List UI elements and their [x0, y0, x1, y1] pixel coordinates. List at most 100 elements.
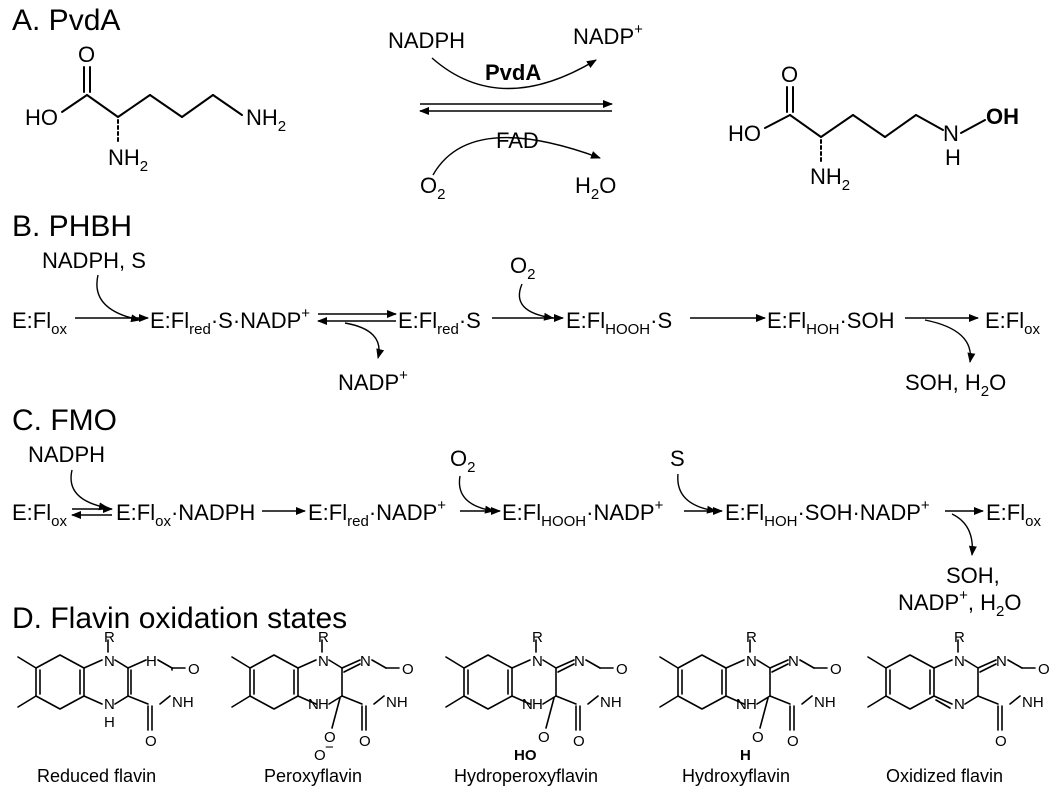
of-o2: O	[1038, 661, 1050, 678]
hf-r: R	[746, 629, 757, 646]
pf-o2: O	[402, 661, 414, 678]
product-carbonyl-o: O	[781, 62, 798, 87]
pvda-nadph: NADPH	[388, 28, 465, 53]
phbh-state-6: E:Flox	[985, 308, 1040, 338]
hf-n5-h: H	[746, 696, 757, 713]
fmo-state-4: E:FlHOOH·NADP+	[502, 497, 664, 530]
hf-n1: N	[788, 653, 799, 670]
product-nh-h: H	[945, 145, 961, 170]
phbh-state-4: E:FlHOOH·S	[566, 308, 672, 338]
rf-o2: O	[188, 661, 200, 678]
fmo-pathway: NADPH E:Flox E:Flox·NADPH E:Flred·NADP+ …	[12, 442, 1041, 620]
section-d-title: D. Flavin oxidation states	[12, 602, 347, 635]
ornithine-carbonyl-o: O	[78, 42, 95, 67]
ornithine-ho: HO	[25, 105, 58, 130]
pvda-o2: O2	[420, 173, 445, 203]
pf-peroxo-charge: −	[325, 739, 334, 756]
phbh-output-soh-h2o: SOH, H2O	[905, 370, 1006, 400]
of-r: R	[954, 629, 965, 646]
phbh-state-5: E:FlHOH·SOH	[767, 308, 894, 338]
hydroperoxyflavin-structure: N R N H N O NH O O HO Hydroperoxyflavin	[445, 629, 628, 786]
section-c-title: C. FMO	[12, 404, 117, 437]
fmo-substrate-s: S	[670, 446, 685, 471]
pf-n3h: NH	[386, 694, 408, 711]
pf-n1: N	[360, 653, 371, 670]
pvda-h2o: H2O	[575, 173, 616, 203]
pf-n10: N	[318, 653, 329, 670]
hydroxyflavin-structure: N R N H N O NH O O H Hydroxyflavin	[659, 629, 842, 786]
pvda-nadp-plus: NADP+	[573, 21, 643, 49]
rf-n10: N	[104, 653, 115, 670]
phbh-pathway: NADPH, S E:Flox E:Flred·S·NADP+ NADP+ E:…	[12, 248, 1040, 400]
hf-hydroxy-o: O	[752, 729, 764, 746]
pf-r: R	[318, 629, 329, 646]
fmo-state-6: E:Flox	[986, 500, 1041, 530]
of-n5: N	[954, 696, 965, 713]
ornithine-alpha-nh2: NH2	[108, 145, 148, 175]
phbh-state-1: E:Flox	[12, 308, 67, 338]
pf-n5h: N	[308, 696, 319, 713]
caption-hydroxyflavin: Hydroxyflavin	[682, 766, 790, 786]
pf-peroxo-o2: O	[314, 747, 326, 764]
hpf-n5: N	[522, 696, 533, 713]
product-ho: HO	[728, 121, 761, 146]
pf-o4: O	[359, 733, 371, 750]
phbh-state-3: E:Flred·S	[398, 308, 481, 338]
phbh-state-2: E:Flred·S·NADP+	[150, 305, 310, 338]
hpf-n10: N	[532, 653, 543, 670]
hf-hydroxy-h: H	[740, 747, 751, 764]
hf-n3h: NH	[814, 694, 836, 711]
reduced-flavin-structure: N R N H H O NH O Reduced flavin	[17, 629, 200, 786]
of-o4: O	[995, 733, 1007, 750]
fmo-output-soh: SOH,	[946, 563, 1000, 588]
pf-n5-h: H	[318, 696, 329, 713]
pvda-cofactor-fad: FAD	[496, 128, 539, 153]
hf-o2: O	[830, 661, 842, 678]
section-a-title: A. PvdA	[12, 4, 120, 37]
caption-reduced-flavin: Reduced flavin	[37, 766, 156, 786]
rf-n5: N	[104, 696, 115, 713]
section-b-title: B. PHBH	[12, 210, 132, 243]
product-n: N	[943, 121, 959, 146]
pf-peroxo-o1: O	[324, 729, 336, 746]
fmo-state-3: E:Flred·NADP+	[308, 497, 446, 530]
caption-peroxyflavin: Peroxyflavin	[264, 766, 362, 786]
of-n10: N	[954, 653, 965, 670]
caption-oxidized-flavin: Oxidized flavin	[886, 766, 1003, 786]
pvda-reaction: NADPH NADP+ PvdA FAD O2 H2O	[388, 21, 643, 203]
product-alpha-nh2: NH2	[810, 164, 850, 194]
fmo-output-nadp-h2o: NADP+, H2O	[898, 587, 1021, 620]
phbh-o2: O2	[510, 253, 535, 283]
of-n1: N	[996, 653, 1007, 670]
ornithine-structure: O HO NH2 NH2	[25, 42, 286, 175]
rf-r: R	[104, 629, 115, 646]
hpf-o4: O	[573, 733, 585, 750]
caption-hydroperoxyflavin: Hydroperoxyflavin	[454, 766, 598, 786]
hpf-r: R	[532, 629, 543, 646]
hf-o4: O	[787, 733, 799, 750]
hpf-peroxo-o: O	[538, 729, 550, 746]
phbh-output-nadp: NADP+	[338, 367, 408, 395]
fmo-o2: O2	[450, 446, 475, 476]
hpf-n5-h: H	[532, 696, 543, 713]
hf-n5: N	[736, 696, 747, 713]
hpf-o2: O	[616, 661, 628, 678]
hf-n10: N	[746, 653, 757, 670]
rf-n3h: NH	[172, 694, 194, 711]
product-oh: OH	[986, 104, 1019, 129]
rf-n5-h: H	[104, 714, 115, 731]
fmo-state-2: E:Flox·NADPH	[116, 500, 255, 530]
hpf-n3h: NH	[600, 694, 622, 711]
fmo-state-5: E:FlHOH·SOH·NADP+	[725, 497, 930, 530]
of-n3h: NH	[1022, 694, 1044, 711]
hydroxyornithine-structure: O HO N OH H NH2	[728, 62, 1019, 194]
fmo-state-1: E:Flox	[12, 500, 67, 530]
ornithine-terminal-nh: NH2	[246, 105, 286, 135]
rf-n1: H	[146, 653, 157, 670]
hpf-n1: N	[574, 653, 585, 670]
rf-o4: O	[145, 733, 157, 750]
pvda-enzyme-label: PvdA	[485, 60, 541, 85]
hpf-hydroperoxo-ho: HO	[514, 747, 537, 764]
fmo-input: NADPH	[28, 442, 105, 467]
